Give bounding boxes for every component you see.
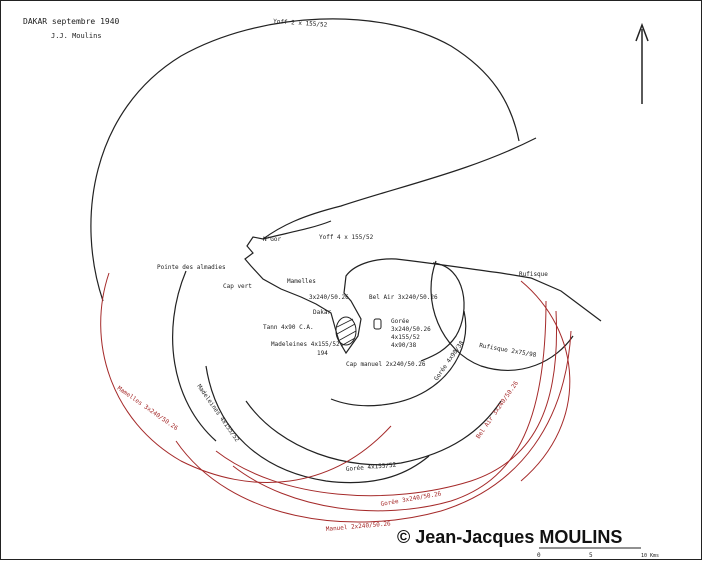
- manuel-red-arc: [232, 300, 547, 512]
- label-bel-air-left: 3x240/50.26: [309, 294, 349, 301]
- label-goree-3: 4x90/38: [391, 342, 417, 349]
- label-goree-arc: Gorée 4x90/38: [433, 339, 466, 382]
- label-madeleine-2: 194: [317, 350, 328, 357]
- scale-zero: 0: [537, 552, 541, 559]
- label-belair-red: Bel Air 3x240/50.26: [475, 380, 520, 441]
- outer-red-arc: [520, 280, 571, 482]
- label-goree-2: 4x155/52: [391, 334, 420, 341]
- goree-red-arc: [215, 310, 558, 497]
- goree-island: [373, 318, 382, 330]
- north-arrow-icon: [635, 22, 649, 104]
- label-ngor: N'Gor: [263, 236, 281, 243]
- rufisque-range-arc: [430, 260, 574, 371]
- madeleines-range-arc: [172, 270, 217, 442]
- label-rufisque-arc: Rufisque 2x75/98: [479, 342, 538, 359]
- scale-bar: 0 5 10 Kms: [537, 547, 659, 559]
- label-goree-lower: Gorée 4x155/52: [346, 462, 397, 473]
- label-goree: Gorée: [391, 318, 409, 325]
- ngor-coast: [262, 220, 332, 240]
- label-dakar: Dakar: [313, 309, 331, 316]
- label-cap-manuel: Cap manuel 2x240/50.26: [346, 361, 426, 368]
- coastline: [244, 137, 602, 355]
- mamelles-red-arc: [100, 272, 392, 483]
- scale-ten: 10 Kms: [641, 553, 659, 559]
- label-rufisque: Rufisque: [519, 271, 548, 278]
- label-pointe-almadies: Pointe des almadies: [157, 264, 226, 271]
- label-goree-1: 3x240/50.26: [391, 326, 431, 333]
- label-bel-air: Bel Air 3x240/50.26: [369, 294, 438, 301]
- label-yoff-top: Yoff 2 x 155/52: [273, 18, 328, 29]
- label-madeleine: Madeleines 4x155/52: [271, 341, 340, 348]
- label-madeleines-arc: Madeleines 4x155/52: [195, 383, 240, 444]
- yoff-range-arc: [90, 18, 520, 302]
- map-author: J.J. Moulins: [51, 32, 102, 40]
- goree-outer-arc: [245, 400, 502, 466]
- label-cap-vert: Cap vert: [223, 283, 252, 290]
- label-mamelles: Mamelles: [287, 278, 316, 285]
- goree-small-arc: [330, 310, 467, 407]
- label-yoff-coast: Yoff 4 x 155/52: [319, 234, 374, 241]
- belair-red-arc: [175, 330, 572, 523]
- dakar-city-hatch: [335, 316, 357, 347]
- scale-five: 5: [589, 552, 593, 559]
- copyright-notice: © Jean-Jacques MOULINS: [397, 527, 623, 547]
- map-title: DAKAR septembre 1940: [23, 17, 120, 26]
- label-manuel-red: Manuel 2x240/50.26: [326, 520, 392, 533]
- belair-range-arc: [205, 365, 430, 484]
- label-tann: Tann 4x90 C.A.: [263, 324, 314, 331]
- rufisque-inner-arc: [420, 262, 465, 362]
